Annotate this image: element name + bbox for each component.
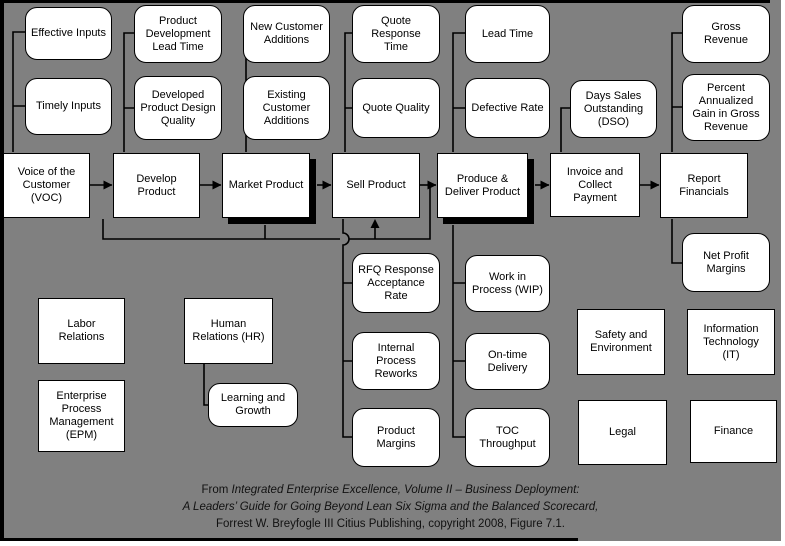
support-labor-relations: Labor Relations — [38, 298, 125, 364]
metric-product-development-lead-time: Product Development Lead Time — [134, 5, 222, 63]
figure-border-top — [0, 0, 770, 3]
metric-product-margins: Product Margins — [352, 408, 440, 467]
metric-developed-product-design-quality: Developed Product Design Quality — [134, 76, 222, 140]
caption-line-1: From Integrated Enterprise Excellence, V… — [0, 482, 781, 499]
process-market-product: Market Product — [222, 153, 310, 218]
caption-title-line-2: A Leaders’ Guide for Going Beyond Lean S… — [182, 501, 599, 513]
support-information-technology: Information Technology (IT) — [687, 309, 775, 375]
metric-internal-process-reworks: Internal Process Reworks — [352, 332, 440, 390]
metric-net-profit-margins: Net Profit Margins — [682, 233, 770, 292]
metric-days-sales-outstanding: Days Sales Outstanding (DSO) — [570, 80, 657, 138]
metric-quote-quality: Quote Quality — [352, 78, 440, 138]
metric-lead-time: Lead Time — [465, 5, 550, 63]
metric-learning-and-growth: Learning and Growth — [208, 383, 298, 427]
process-invoice-collect-payment: Invoice and Collect Payment — [550, 153, 640, 217]
caption-title-line-1: Integrated Enterprise Excellence, Volume… — [231, 484, 580, 496]
metric-percent-annualized-gain: Percent Annualized Gain in Gross Revenue — [682, 74, 770, 141]
support-safety-and-environment: Safety and Environment — [577, 309, 665, 375]
process-report-financials: Report Financials — [660, 153, 748, 218]
support-human-relations: Human Relations (HR) — [184, 298, 273, 364]
caption: From Integrated Enterprise Excellence, V… — [0, 482, 781, 533]
process-sell-product: Sell Product — [332, 153, 420, 218]
process-produce-deliver-product: Produce & Deliver Product — [437, 153, 528, 218]
metric-toc-throughput: TOC Throughput — [465, 408, 550, 467]
metric-quote-response-time: Quote Response Time — [352, 5, 440, 63]
caption-line-3: Forrest W. Breyfogle III Citius Publishi… — [216, 518, 565, 530]
metric-rfq-response-acceptance-rate: RFQ Response Acceptance Rate — [352, 253, 440, 313]
figure-border-left — [0, 0, 4, 541]
metric-effective-inputs: Effective Inputs — [25, 7, 112, 60]
figure-border-bottom — [0, 538, 578, 541]
support-enterprise-process-management: Enterprise Process Management (EPM) — [38, 380, 125, 452]
metric-work-in-process: Work in Process (WIP) — [465, 255, 550, 312]
support-legal: Legal — [578, 400, 667, 465]
support-finance: Finance — [690, 400, 777, 463]
caption-prefix: From — [201, 484, 229, 496]
process-develop-product: Develop Product — [113, 153, 200, 218]
metric-gross-revenue: Gross Revenue — [682, 5, 770, 63]
caption-line-2: A Leaders’ Guide for Going Beyond Lean S… — [0, 499, 781, 516]
metric-timely-inputs: Timely Inputs — [25, 78, 112, 135]
metric-on-time-delivery: On-time Delivery — [465, 333, 550, 390]
metric-new-customer-additions: New Customer Additions — [243, 5, 330, 63]
metric-defective-rate: Defective Rate — [465, 78, 550, 138]
process-voc: Voice of the Customer (VOC) — [3, 153, 90, 218]
metric-existing-customer-additions: Existing Customer Additions — [243, 76, 330, 140]
